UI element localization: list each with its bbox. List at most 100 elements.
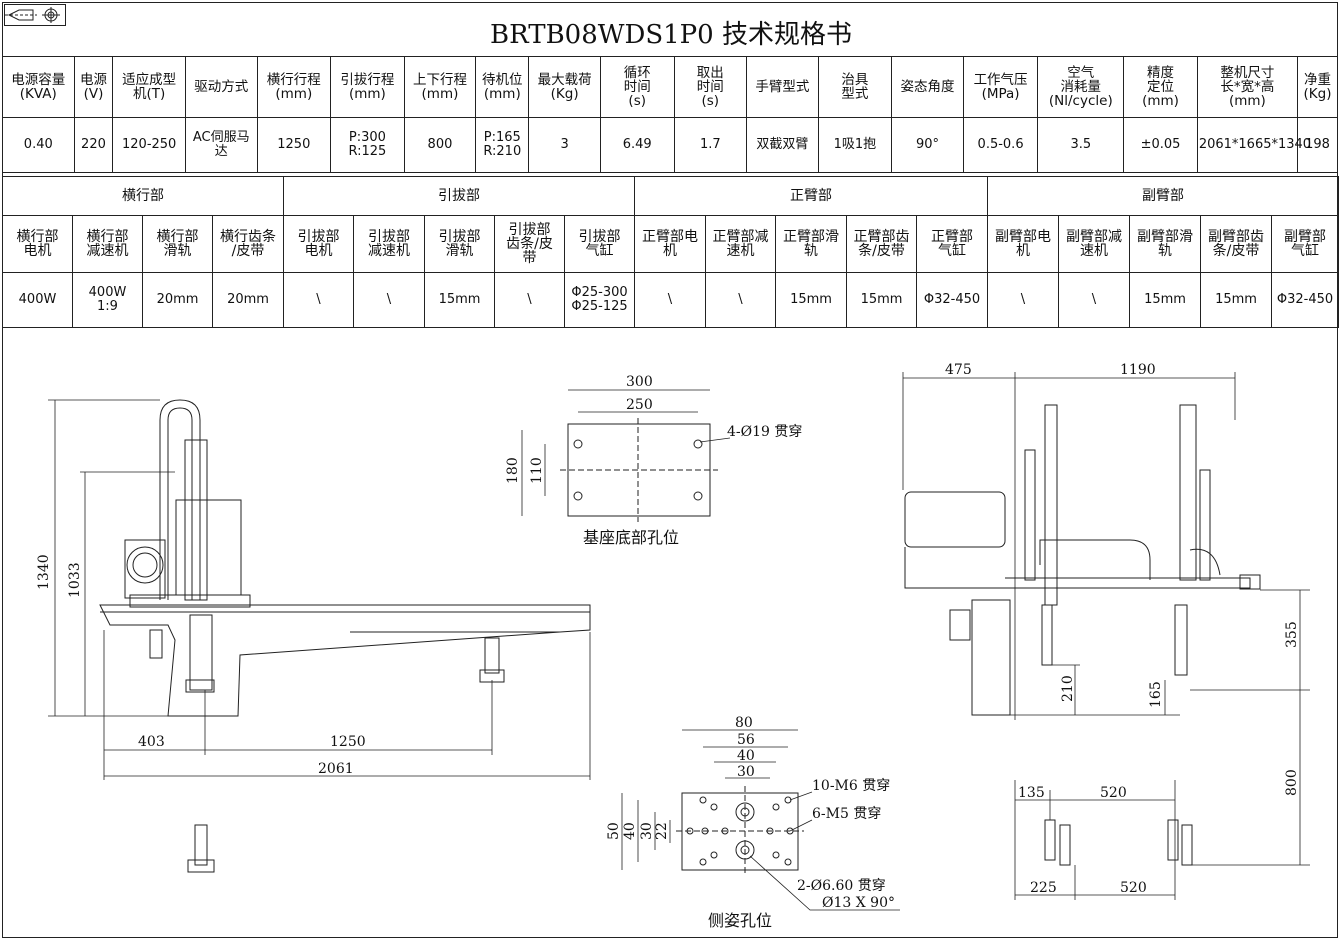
- spec-header-4: 横行行程(mm): [256, 56, 332, 118]
- dim-56: 56: [737, 732, 755, 748]
- dim-355: 355: [1284, 621, 1300, 648]
- component-header-18: 副臂部气缸: [1271, 215, 1339, 273]
- spec-value-0: 0.40: [2, 117, 75, 173]
- caption-base-holes: 基座底部孔位: [583, 528, 679, 547]
- group-main-arm: 正臂部: [634, 176, 988, 216]
- spec-header-12: 治具型式: [817, 56, 893, 118]
- dim-180: 180: [505, 457, 521, 484]
- side-view: [904, 404, 1261, 866]
- spec-value-10: 1.7: [673, 117, 748, 173]
- caption-posture-holes: 侧姿孔位: [708, 911, 772, 930]
- dimension-labels: 1340 1033 403 1250 2061 300 250 180 110 …: [36, 362, 1300, 930]
- dim-135: 135: [1018, 785, 1045, 801]
- spec-header-14: 工作气压(MPa): [962, 56, 1039, 118]
- group-pullout: 引拔部: [283, 176, 635, 216]
- component-header-5: 引拔部减速机: [353, 215, 425, 273]
- spec-header-15: 空气消耗量(Nl/cycle): [1037, 56, 1125, 118]
- dim-2061: 2061: [318, 761, 354, 777]
- dim-1340: 1340: [36, 554, 52, 590]
- dim-475: 475: [945, 362, 972, 378]
- dim-250: 250: [626, 397, 653, 413]
- spec-value-16: ±0.05: [1123, 117, 1198, 173]
- front-dimensions: [48, 399, 591, 780]
- component-value-10: \: [705, 272, 776, 328]
- spec-header-9: 循环时间(s): [599, 56, 675, 118]
- component-header-4: 引拔部电机: [283, 215, 354, 273]
- dim-1033: 1033: [67, 562, 83, 598]
- component-header-3: 横行齿条/皮带: [212, 215, 284, 273]
- component-header-12: 正臂部齿条/皮带: [846, 215, 917, 273]
- dim-50: 50: [606, 822, 622, 840]
- spec-header-6: 上下行程(mm): [403, 56, 477, 118]
- spec-header-13: 姿态角度: [891, 56, 964, 118]
- spec-value-4: 1250: [256, 117, 332, 173]
- component-value-7: \: [494, 272, 565, 328]
- dim-520-bottom: 520: [1120, 880, 1147, 896]
- component-value-6: 15mm: [424, 272, 495, 328]
- component-header-11: 正臂部滑轨: [775, 215, 847, 273]
- dim-800: 800: [1284, 769, 1300, 796]
- spec-value-12: 1吸1抱: [817, 117, 893, 173]
- spec-value-3: AC伺服马达: [184, 117, 258, 173]
- component-value-14: \: [987, 272, 1059, 328]
- spec-header-3: 驱动方式: [184, 56, 258, 118]
- component-value-0: 400W: [2, 272, 73, 328]
- spec-value-9: 6.49: [599, 117, 675, 173]
- spec-header-1: 电源(V): [73, 56, 114, 118]
- side-dimensions: [902, 372, 1310, 900]
- component-header-9: 正臂部电机: [634, 215, 706, 273]
- dim-40-width: 40: [737, 748, 755, 764]
- component-header-16: 副臂部滑轨: [1129, 215, 1201, 273]
- dim-1190: 1190: [1120, 362, 1156, 378]
- component-value-12: 15mm: [846, 272, 917, 328]
- dim-1250: 1250: [330, 734, 366, 750]
- dim-300: 300: [626, 374, 653, 390]
- component-table: 横行部 引拔部 正臂部 副臂部 横行部电机横行部减速机横行部滑轨横行齿条/皮带引…: [2, 176, 1339, 328]
- component-header-7: 引拔部齿条/皮带: [494, 215, 565, 273]
- posture-plate: [621, 729, 900, 911]
- spec-header-2: 适应成型机(T): [112, 56, 186, 118]
- component-header-15: 副臂部减速机: [1058, 215, 1130, 273]
- component-value-2: 20mm: [142, 272, 213, 328]
- component-value-18: Φ32-450: [1271, 272, 1339, 328]
- component-value-5: \: [353, 272, 425, 328]
- spec-value-6: 800: [403, 117, 477, 173]
- dim-210: 210: [1060, 675, 1076, 702]
- component-value-4: \: [283, 272, 354, 328]
- note-4-hole: 4-Ø19 贯穿: [727, 424, 802, 440]
- projection-icon: [5, 7, 60, 23]
- dim-22: 22: [654, 822, 670, 840]
- dim-165: 165: [1148, 681, 1164, 708]
- component-value-9: \: [634, 272, 706, 328]
- spec-value-14: 0.5-0.6: [962, 117, 1039, 173]
- note-6-m5: 6-M5 贯穿: [812, 806, 881, 822]
- component-header-17: 副臂部齿条/皮带: [1200, 215, 1272, 273]
- spec-header-0: 电源容量(KVA): [2, 56, 75, 118]
- dim-225: 225: [1030, 880, 1057, 896]
- dim-30-width: 30: [737, 764, 755, 780]
- spec-table: 电源容量(KVA)电源(V)适应成型机(T)驱动方式横行行程(mm)引拔行程(m…: [2, 56, 1338, 173]
- spec-value-15: 3.5: [1037, 117, 1125, 173]
- component-header-0: 横行部电机: [2, 215, 73, 273]
- spec-header-17: 整机尺寸长*宽*高(mm): [1196, 56, 1299, 118]
- component-value-15: \: [1058, 272, 1130, 328]
- spec-value-11: 双截双臂: [746, 117, 819, 173]
- spec-value-18: 198: [1297, 117, 1338, 173]
- component-value-17: 15mm: [1200, 272, 1272, 328]
- spec-value-13: 90°: [891, 117, 964, 173]
- spec-value-17: 2061*1665*1340: [1196, 117, 1311, 173]
- projection-symbol: [4, 4, 66, 26]
- spec-header-5: 引拔行程(mm): [330, 56, 405, 118]
- note-10-m6: 10-M6 贯穿: [812, 778, 890, 794]
- dim-30-height: 30: [639, 822, 655, 840]
- spec-value-1: 220: [73, 117, 114, 173]
- front-view: [99, 399, 591, 873]
- dim-40-height: 40: [622, 822, 638, 840]
- dim-80: 80: [735, 715, 753, 731]
- spec-value-2: 120-250: [112, 117, 186, 173]
- component-header-14: 副臂部电机: [987, 215, 1059, 273]
- component-value-3: 20mm: [212, 272, 284, 328]
